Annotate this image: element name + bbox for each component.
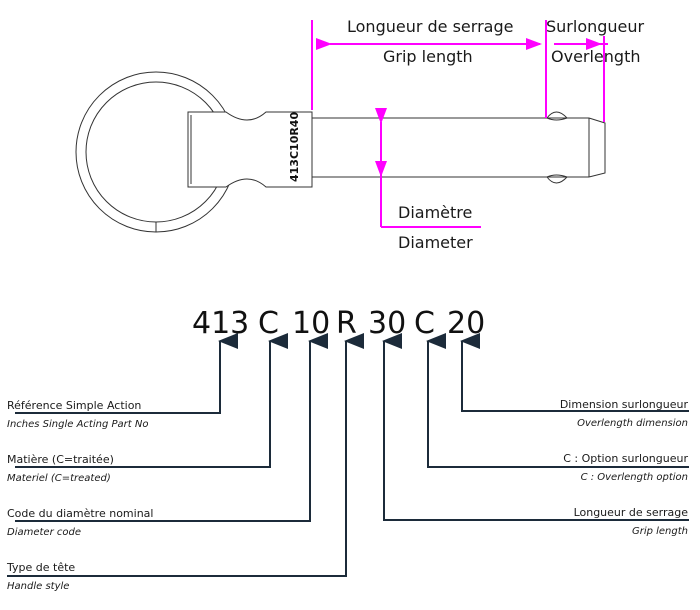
- leader-r: [7, 333, 364, 577]
- legend-en: Materiel (C=treated): [7, 473, 111, 484]
- leader-lines: [7, 333, 689, 577]
- code-segment: R: [336, 306, 357, 341]
- diameter-label-en: Diameter: [398, 233, 473, 252]
- legend-en: Grip length: [632, 526, 688, 537]
- overlength-label-en: Overlength: [551, 47, 640, 66]
- code-segment: C: [414, 306, 435, 341]
- code-segment: C: [258, 306, 279, 341]
- legend-fr: Code du diamètre nominal: [7, 507, 153, 520]
- leader-20: [460, 333, 689, 412]
- code-segment: 30: [368, 306, 406, 341]
- legend-fr: Référence Simple Action: [7, 399, 141, 412]
- code-segment: 10: [292, 306, 330, 341]
- overlength-label-fr: Surlongueur: [546, 17, 645, 36]
- legend-fr: Longueur de serrage: [574, 506, 689, 519]
- pin-shaft: [312, 111, 606, 184]
- dimension-lines: [311, 20, 608, 228]
- legend-fr: Type de tête: [6, 561, 75, 574]
- code-segment: 413: [192, 306, 249, 341]
- legend-fr: Dimension surlongueur: [560, 398, 689, 411]
- grip-length-label-fr: Longueur de serrage: [347, 17, 513, 36]
- legend-en: Inches Single Acting Part No: [7, 419, 148, 430]
- pin-handle: [187, 111, 313, 188]
- leader-30: [382, 333, 689, 521]
- grip-length-label-en: Grip length: [383, 47, 473, 66]
- leader-413: [15, 333, 238, 414]
- legend-en: Diameter code: [7, 527, 81, 538]
- part-code: 413 C 10 R 30 C 20: [192, 306, 485, 341]
- leader-c-option: [426, 333, 689, 468]
- diameter-label-fr: Diamètre: [398, 203, 472, 222]
- leader-c-material: [15, 333, 288, 468]
- code-segment: 20: [447, 306, 485, 341]
- legend-en: C : Overlength option: [581, 472, 688, 483]
- leader-10: [15, 333, 328, 522]
- pin-marking: 413C10R40: [288, 112, 301, 182]
- legend-en: Overlength dimension: [577, 418, 688, 429]
- legend-fr: C : Option surlongueur: [563, 452, 688, 465]
- legend-fr: Matière (C=traitée): [7, 453, 114, 466]
- legend-en: Handle style: [7, 581, 69, 592]
